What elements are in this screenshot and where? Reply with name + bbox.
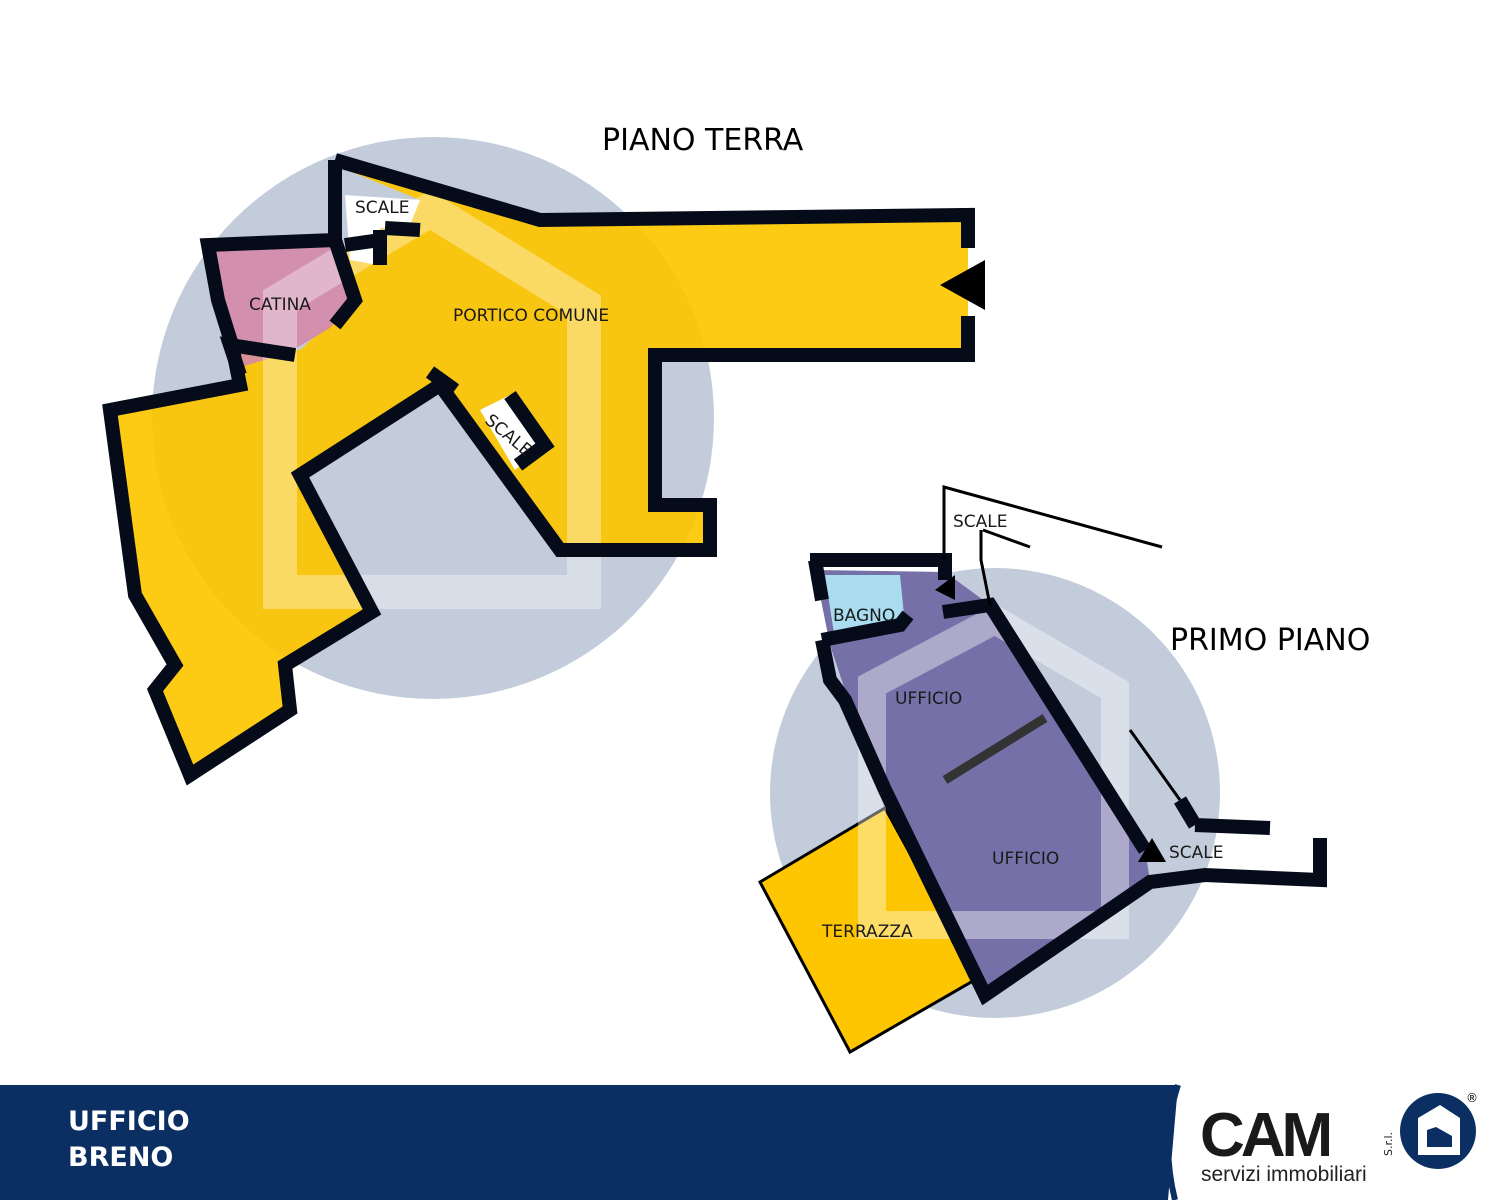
ground-floor-title: PIANO TERRA [602, 123, 804, 158]
footer-line-1: UFFICIO [68, 1106, 190, 1137]
room-label-ufficio-1: UFFICIO [895, 689, 962, 709]
catina-area [212, 240, 358, 368]
ufficio-area [815, 570, 1150, 995]
room-label-scale-top: SCALE [355, 198, 410, 218]
room-label-catina: CATINA [249, 295, 311, 315]
arrow-icon-top [935, 575, 955, 600]
stair-lines [942, 485, 1182, 801]
inner-walls [219, 221, 555, 471]
footer-bar [0, 1084, 1181, 1200]
ground-floor-plan: PIANO TERRA CATINA PORTICO COMUNE SCALE … [102, 123, 985, 786]
first-floor-plan: PRIMO PIANO BAGNO UFFICIO UFFICIO TERRAZ… [758, 485, 1370, 1055]
room-label-bagno: BAGNO [833, 606, 895, 626]
ground-walls [102, 153, 975, 786]
entrance-arrow-icon [940, 260, 985, 310]
house-watermark-2 [858, 603, 1129, 939]
first-floor-title: PRIMO PIANO [1170, 623, 1370, 658]
logo-tagline: servizi immobiliari [1201, 1163, 1367, 1186]
logo-house-icon [1400, 1093, 1476, 1169]
cam-logo: CAM S.r.l. servizi immobiliari ® [1200, 1091, 1478, 1186]
logo-registered: ® [1466, 1091, 1478, 1105]
footer-line-2: BRENO [68, 1142, 174, 1173]
portico-area [110, 165, 968, 775]
logo-brand: CAM [1200, 1101, 1330, 1170]
arrow-icon-scale [1138, 838, 1166, 862]
room-label-ufficio-2: UFFICIO [992, 849, 1059, 869]
room-label-portico: PORTICO COMUNE [453, 306, 609, 326]
logo-suffix: S.r.l. [1382, 1132, 1395, 1156]
room-label-terrazza: TERRAZZA [821, 922, 913, 942]
room-label-scale-top: SCALE [953, 512, 1008, 532]
room-label-scale-right: SCALE [1169, 843, 1224, 863]
partition-wall [942, 714, 1048, 784]
